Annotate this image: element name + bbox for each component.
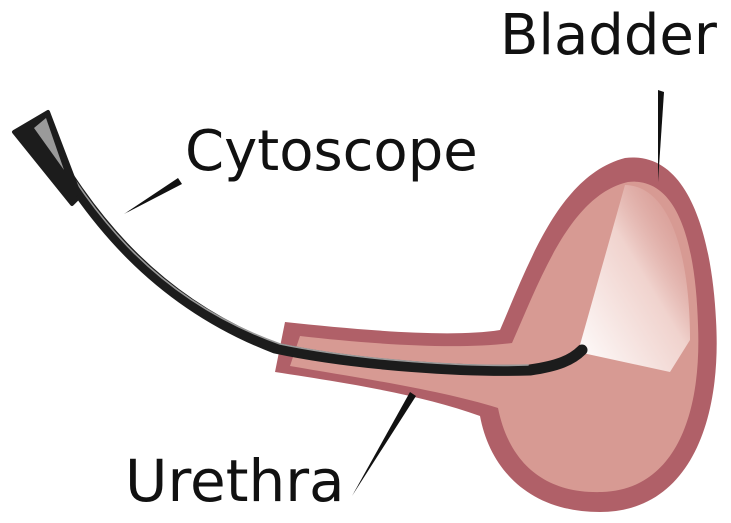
cytoscope-leader-line	[124, 178, 182, 214]
bladder-label: Bladder	[500, 8, 717, 64]
urethra-label: Urethra	[125, 452, 345, 510]
cytoscope-label: Cytoscope	[185, 124, 478, 180]
urethra-leader-line	[352, 392, 416, 496]
